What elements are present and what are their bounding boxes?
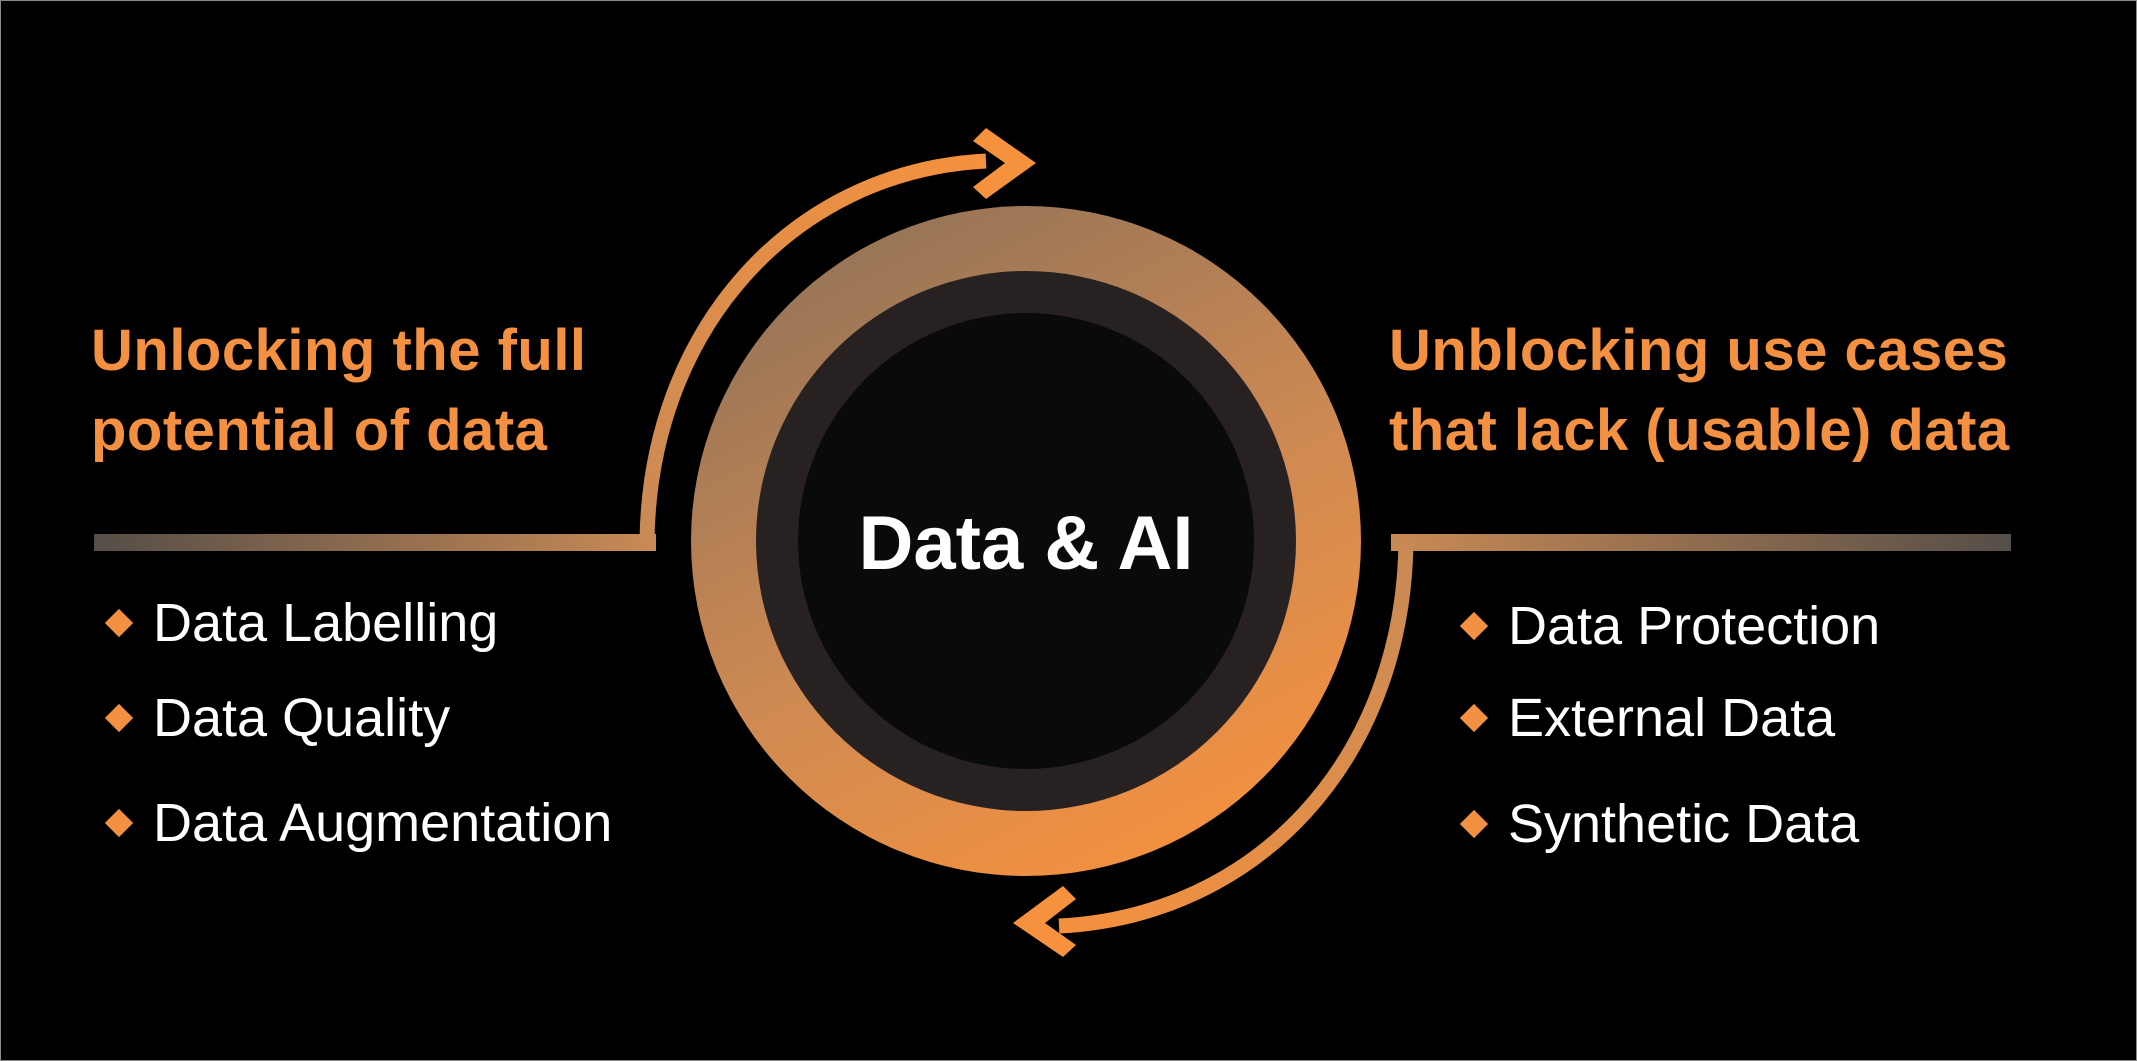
left-heading: Unlocking the full potential of data bbox=[91, 311, 587, 471]
right-cycle-arrow-arc bbox=[1058, 541, 1414, 934]
list-item-label: Synthetic Data bbox=[1508, 794, 1860, 854]
list-item-label: Data Augmentation bbox=[153, 793, 613, 853]
right-heading-line-2: that lack (usable) data bbox=[1389, 398, 2010, 463]
right-divider-line bbox=[1391, 534, 2011, 551]
list-item-label: Data Quality bbox=[153, 688, 451, 748]
left-heading-line-1: Unlocking the full bbox=[91, 318, 587, 383]
list-item-label: External Data bbox=[1508, 688, 1836, 748]
list-item-label: Data Labelling bbox=[153, 593, 499, 653]
right-heading: Unblocking use cases that lack (usable) … bbox=[1389, 311, 2010, 471]
left-cycle-arrow-arc bbox=[639, 153, 987, 543]
list-item-label: Data Protection bbox=[1508, 596, 1881, 656]
right-heading-line-1: Unblocking use cases bbox=[1389, 318, 2009, 383]
inner-core-circle bbox=[798, 313, 1254, 769]
center-title: Data & AI bbox=[858, 501, 1194, 586]
left-arrowhead-icon bbox=[1013, 886, 1076, 957]
right-arrowhead-icon bbox=[973, 128, 1036, 199]
left-divider-line bbox=[94, 534, 656, 551]
left-heading-line-2: potential of data bbox=[91, 398, 548, 463]
